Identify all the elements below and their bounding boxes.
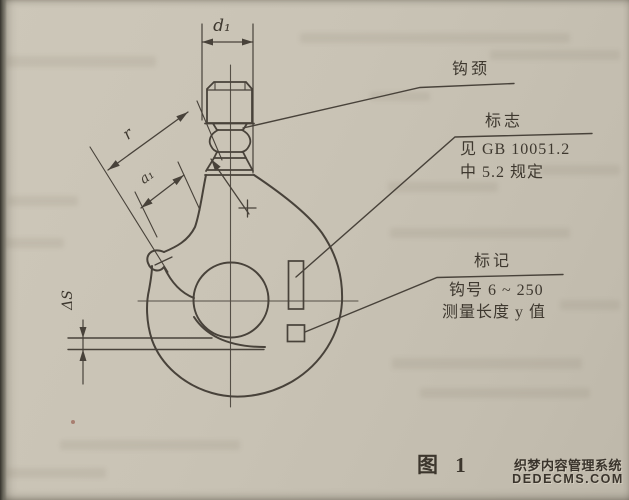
a1-extension-left [134,191,158,238]
mark-leader [295,132,593,278]
marking-square [286,324,306,343]
delta-s-label: ΔS [60,290,76,310]
hook-neck-leader [242,82,515,129]
marking-note-line2: 测量长度 y 值 [442,304,547,321]
d1-label: d₁ [213,16,231,36]
hook-tip [146,249,165,272]
watermark: 织梦内容管理系统 DEDECMS.COM [512,458,624,487]
dust-speck [71,420,75,424]
hook-neck-label: 钩颈 [452,61,491,78]
delta-s-arrow-upper [79,327,87,338]
marking-leader [304,273,564,333]
a1-extension-right [177,161,201,211]
hook-inner-arc [193,316,266,348]
mark-title: 标志 [485,113,524,130]
watermark-line2: DEDECMS.COM [512,472,624,487]
page-edge-shadow [0,0,7,500]
watermark-line1: 织梦内容管理系统 [513,458,622,473]
r-arrow-upper [176,112,188,122]
neck-band [213,151,247,159]
hook-outer-contour [146,174,344,398]
dimension-d1 [201,23,254,174]
neck-step [212,122,248,131]
figure-caption: 图 1 [417,453,472,477]
neck-flare [205,157,254,172]
mark-note-line1: 见 GB 10051.2 [460,141,571,158]
r-dimension-line [107,111,189,171]
d1-arrow-left [202,38,213,46]
hook-inner-edge [163,266,195,299]
radius-arrow [211,159,221,171]
callout-leaders [242,82,593,333]
neck-bulb-left [208,129,219,153]
marking-title: 标记 [474,253,513,270]
dimension-r-a1 [89,100,223,273]
mark-rectangle [287,260,305,310]
hook-gullet-circle [192,261,270,339]
d1-arrow-right [242,38,253,46]
delta-s-arrow-lower [79,349,87,361]
r-arrow-lower [108,160,120,170]
dimension-delta-s [67,319,265,385]
extension-line-tip [89,146,169,273]
a1-arrow-left [141,197,153,208]
mark-note-line2: 中 5.2 规定 [460,164,545,181]
marking-areas [286,260,306,343]
shank-facet-lines [214,81,246,91]
tip-tick-mark [154,256,173,266]
radius-construction [210,158,257,218]
hook-shank [204,81,255,176]
hook-throat-edge [163,174,207,253]
radius-center-cross [238,199,257,218]
marking-note-line1: 钩号 6 ~ 250 [449,282,544,299]
a1-arrow-right [172,175,184,186]
extension-line-neck [196,100,223,161]
neck-bulb-right [241,129,252,153]
